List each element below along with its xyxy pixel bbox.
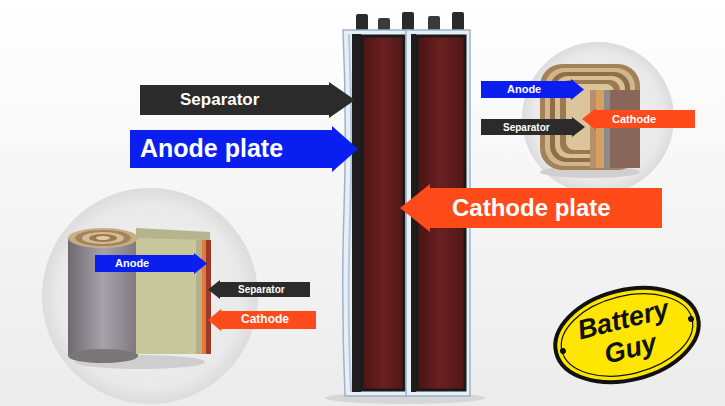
brand-logo: Battery Guy bbox=[543, 271, 711, 398]
cathode-plate-arrow: Cathode plate bbox=[400, 184, 662, 232]
separator-arrow: Separator bbox=[140, 82, 355, 118]
arrow-label: Cathode bbox=[612, 113, 656, 125]
anode-arrow: Anode bbox=[95, 253, 207, 274]
arrow-label: Cathode plate bbox=[452, 195, 611, 221]
cathode-arrow: Cathode bbox=[582, 108, 695, 130]
arrow-label: Separator bbox=[503, 122, 550, 133]
anode-arrow: Anode bbox=[481, 79, 584, 100]
separator-arrow: Separator bbox=[481, 117, 585, 137]
cylindrical-roll bbox=[68, 228, 211, 369]
arrow-label: Anode bbox=[115, 257, 149, 269]
arrow-label: Separator bbox=[238, 284, 285, 295]
anode-plate-arrow: Anode plate bbox=[130, 126, 358, 172]
cathode-arrow: Cathode bbox=[208, 309, 316, 331]
arrow-label: Separator bbox=[180, 91, 259, 110]
arrow-label: Anode bbox=[507, 83, 541, 95]
arrow-label: Cathode bbox=[241, 313, 289, 326]
separator-arrow: Separator bbox=[208, 280, 310, 299]
arrow-label: Anode plate bbox=[140, 135, 283, 163]
arrow-shape bbox=[95, 253, 207, 274]
